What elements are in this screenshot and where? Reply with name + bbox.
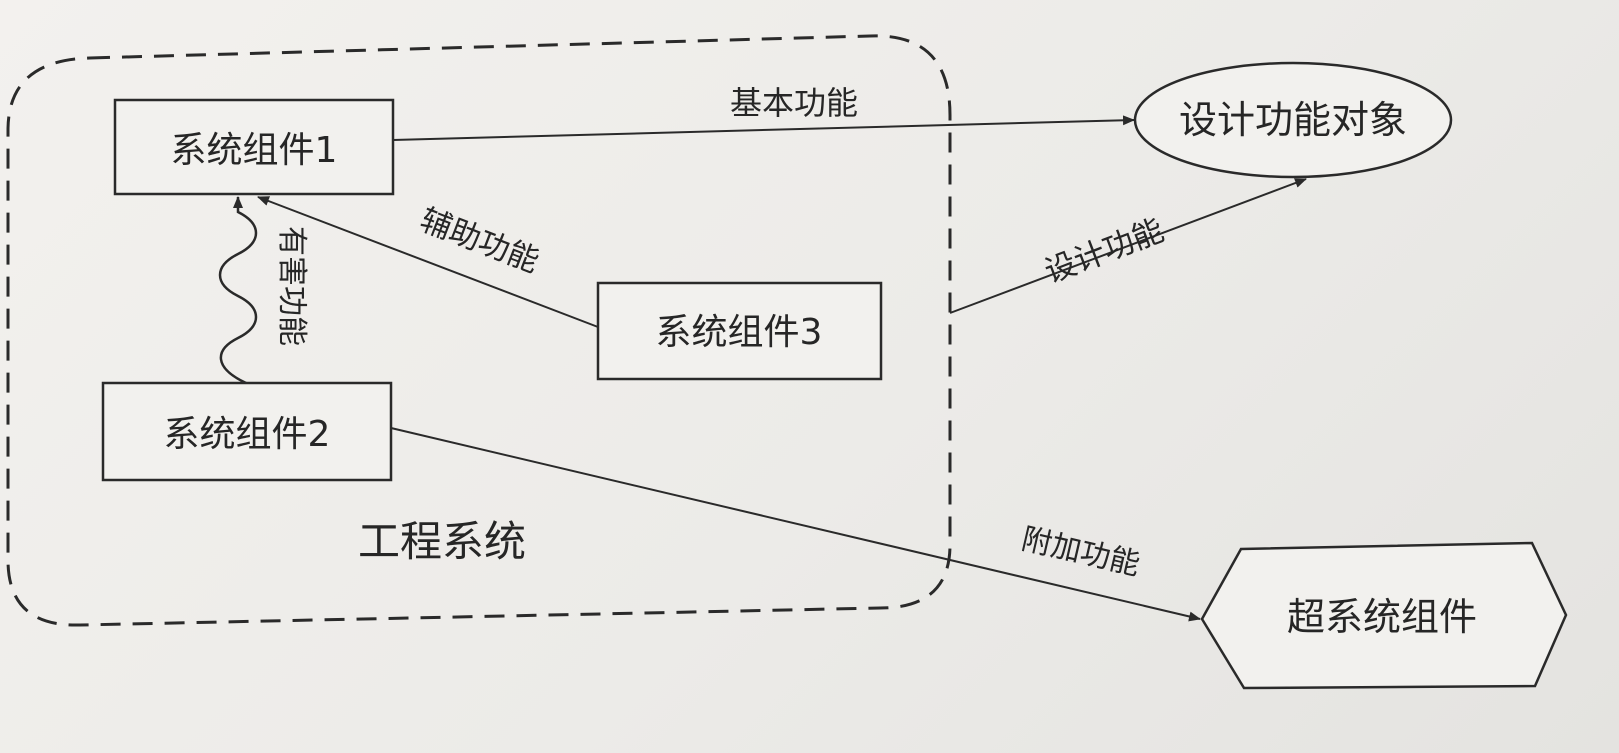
additional-function-arrow: [390, 427, 1201, 622]
design-function-arrow: [949, 178, 1307, 314]
harmful-function-label: 有害功能: [274, 226, 309, 346]
basic-function-arrow: [392, 115, 1135, 141]
supersystem-component-label: 超系统组件: [1287, 595, 1477, 639]
engineering-system-boundary: [6, 34, 952, 627]
system-component-3: 系统组件3: [596, 281, 883, 381]
auxiliary-function-arrow: [257, 196, 599, 328]
design-function-target-label: 设计功能对象: [1179, 98, 1407, 142]
harmful-function-arrow: [218, 196, 258, 385]
supersystem-component: 超系统组件: [1200, 541, 1568, 690]
system-component-1: 系统组件1: [113, 98, 395, 196]
system-component-1-label: 系统组件1: [171, 130, 338, 171]
design-function-target: 设计功能对象: [1133, 61, 1453, 179]
system-component-2: 系统组件2: [101, 381, 393, 482]
system-component-3-label: 系统组件3: [656, 312, 823, 353]
basic-function-label: 基本功能: [730, 84, 858, 122]
system-component-2-label: 系统组件2: [164, 414, 331, 455]
engineering-system-label: 工程系统: [358, 517, 526, 566]
auxiliary-function-label: 辅助功能: [415, 202, 544, 280]
design-function-label: 设计功能: [1040, 212, 1169, 290]
additional-function-label: 附加功能: [1018, 522, 1143, 583]
